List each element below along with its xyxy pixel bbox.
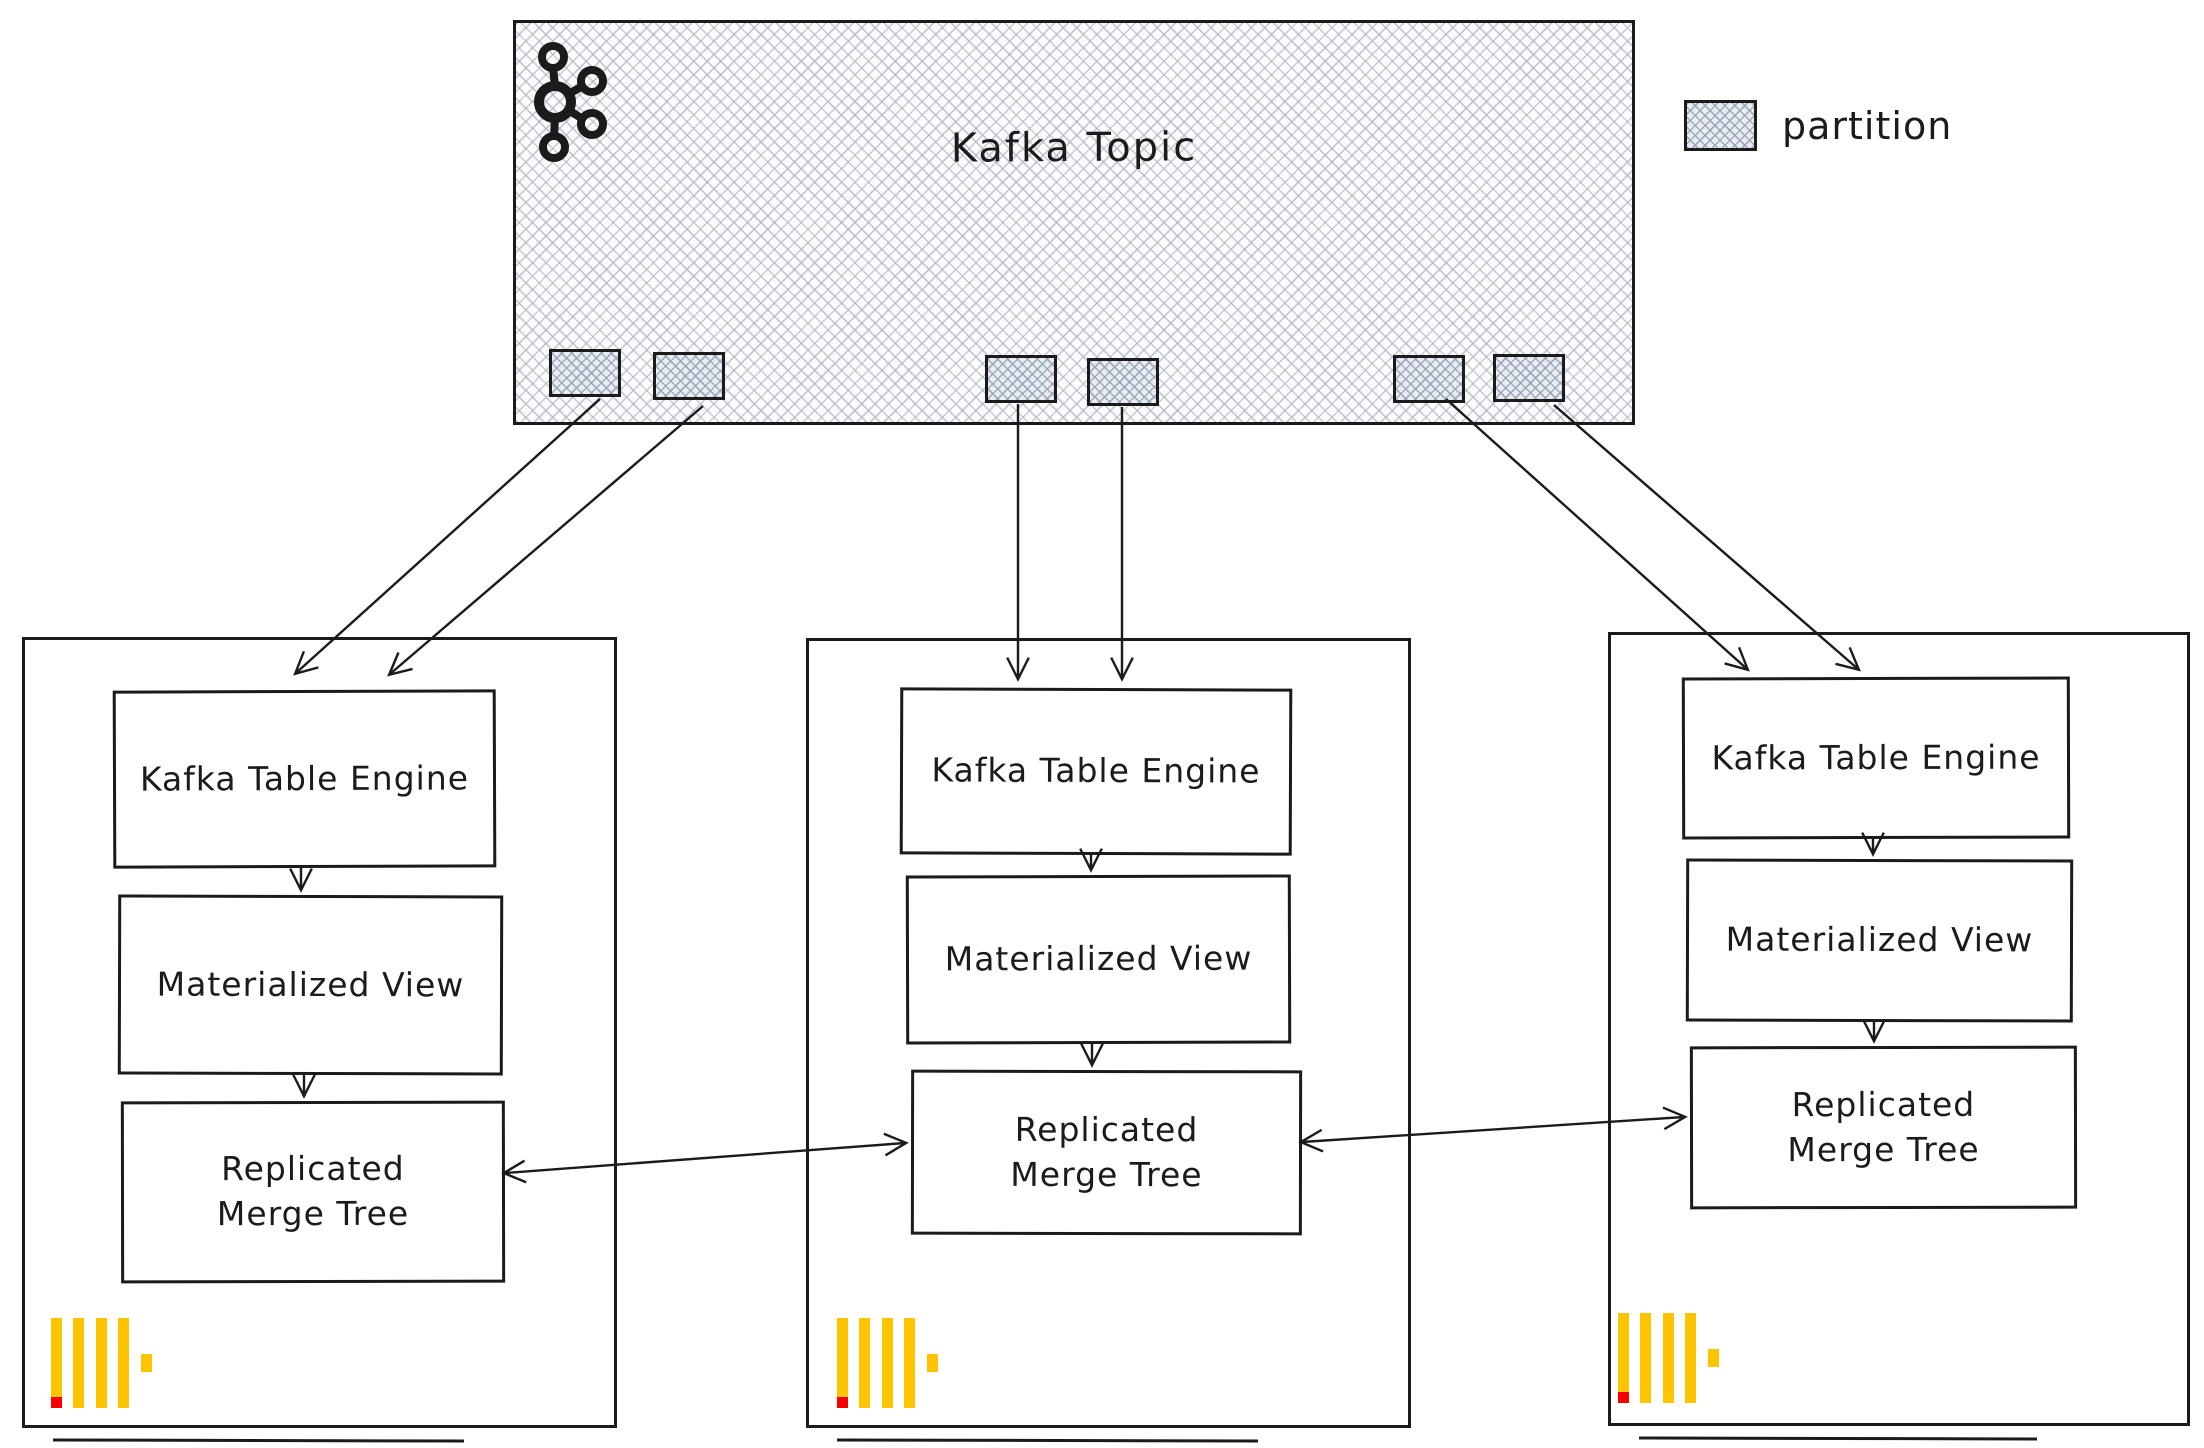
- materialized-view-box: Materialized View: [905, 874, 1292, 1045]
- arrow-partition-to-node1: [387, 405, 704, 677]
- partition-box: [549, 349, 621, 397]
- partition-box: [1087, 358, 1159, 406]
- materialized-view-box: Materialized View: [117, 894, 504, 1076]
- kafka-table-engine-box: Kafka Table Engine: [899, 687, 1293, 856]
- rmt-label-line2: Merge Tree: [1787, 1129, 1980, 1169]
- replicated-merge-tree-box: Replicated Merge Tree: [120, 1100, 506, 1284]
- rmt-label-line1: Replicated: [221, 1149, 405, 1189]
- rmt-label-line1: Replicated: [1014, 1109, 1199, 1150]
- materialized-view-box: Materialized View: [1685, 858, 2074, 1023]
- arrow-partition-to-node1: [293, 398, 601, 676]
- kafka-logo-icon: [534, 42, 607, 162]
- replicated-merge-tree-box: Replicated Merge Tree: [1689, 1045, 2078, 1210]
- clickhouse-node-1: Kafka Table Engine Materialized View Rep…: [22, 637, 617, 1428]
- partition-swatch-icon: [1684, 100, 1757, 151]
- rmt-label-line2: Merge Tree: [1010, 1154, 1203, 1194]
- legend: partition: [1684, 100, 1952, 151]
- clickhouse-node-2: Kafka Table Engine Materialized View Rep…: [806, 638, 1411, 1428]
- kafka-table-engine-box: Kafka Table Engine: [1681, 676, 2071, 840]
- clickhouse-logo-icon: [51, 1318, 152, 1408]
- partition-box: [1493, 354, 1565, 402]
- kafka-table-engine-box: Kafka Table Engine: [112, 689, 497, 869]
- clickhouse-node-3: Kafka Table Engine Materialized View Rep…: [1608, 632, 2190, 1426]
- replicated-merge-tree-box: Replicated Merge Tree: [910, 1069, 1303, 1236]
- clickhouse-logo-icon: [1618, 1313, 1719, 1403]
- rmt-label-line2: Merge Tree: [216, 1193, 410, 1234]
- partition-box: [653, 352, 725, 400]
- rmt-label-line1: Replicated: [1791, 1084, 1976, 1125]
- arrow-partition-to-node3: [1553, 404, 1861, 672]
- legend-label: partition: [1782, 103, 1953, 148]
- arrow-partition-to-node3: [1445, 398, 1750, 672]
- clickhouse-logo-icon: [837, 1318, 938, 1408]
- topic-title: Kafka Topic: [950, 124, 1198, 172]
- partition-box: [985, 355, 1057, 403]
- partition-box: [1393, 355, 1465, 403]
